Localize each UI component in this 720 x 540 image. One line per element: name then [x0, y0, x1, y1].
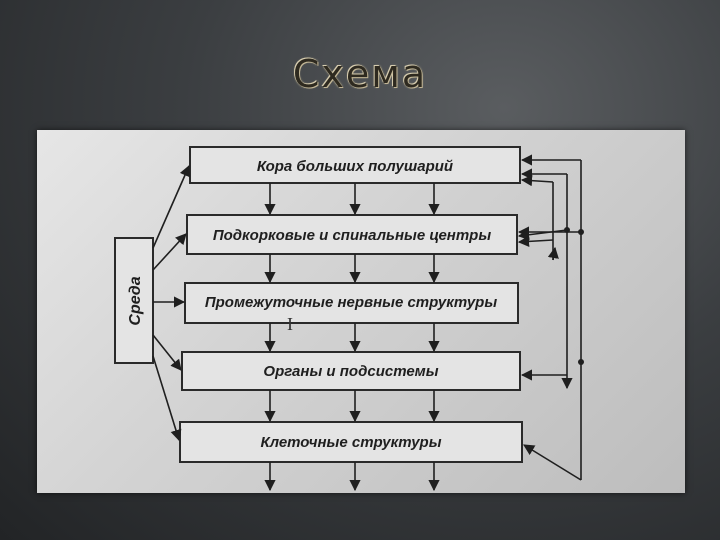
environment-label: Среда — [127, 276, 144, 325]
diagram-photo: Среда Кора больших полушарий Подкорковые… — [37, 130, 685, 493]
text-cursor-icon: I — [287, 314, 293, 334]
level-box-subcortical: Подкорковые и спинальные центры — [186, 214, 518, 255]
environment-arrows — [152, 164, 191, 442]
level-label-intermediate: Промежуточные нервные структуры — [205, 294, 497, 311]
level-box-cortex: Кора больших полушарий — [189, 146, 521, 184]
level-label-cortex: Кора больших полушарий — [257, 158, 453, 175]
downward-arrows — [264, 183, 440, 492]
level-label-cells: Клеточные структуры — [260, 434, 441, 451]
level-label-organs: Органы и подсистемы — [263, 363, 438, 380]
slide-title: Схема — [292, 52, 428, 96]
level-box-cells: Клеточные структуры — [179, 421, 523, 463]
level-label-subcortical: Подкорковые и спинальные центры — [213, 227, 492, 244]
level-box-intermediate: Промежуточные нервные структуры — [184, 282, 519, 324]
hierarchy-diagram: Среда Кора больших полушарий Подкорковые… — [114, 146, 584, 492]
environment-box: Среда — [114, 237, 154, 364]
level-box-organs: Органы и подсистемы — [181, 351, 521, 391]
feedback-lines — [517, 154, 584, 481]
